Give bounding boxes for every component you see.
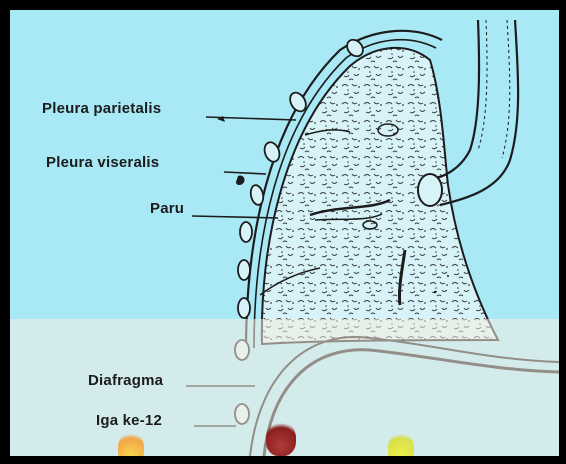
watermark-flame-center [266, 420, 296, 456]
label-pleura-viseralis: Pleura viseralis [46, 154, 159, 171]
label-diafragma: Diafragma [88, 372, 163, 389]
label-paru: Paru [150, 200, 184, 217]
diagram-frame: Pleura parietalis Pleura viseralis Paru … [10, 10, 559, 456]
label-iga: Iga ke-12 [96, 412, 162, 429]
label-pleura-parietalis: Pleura parietalis [42, 100, 161, 117]
